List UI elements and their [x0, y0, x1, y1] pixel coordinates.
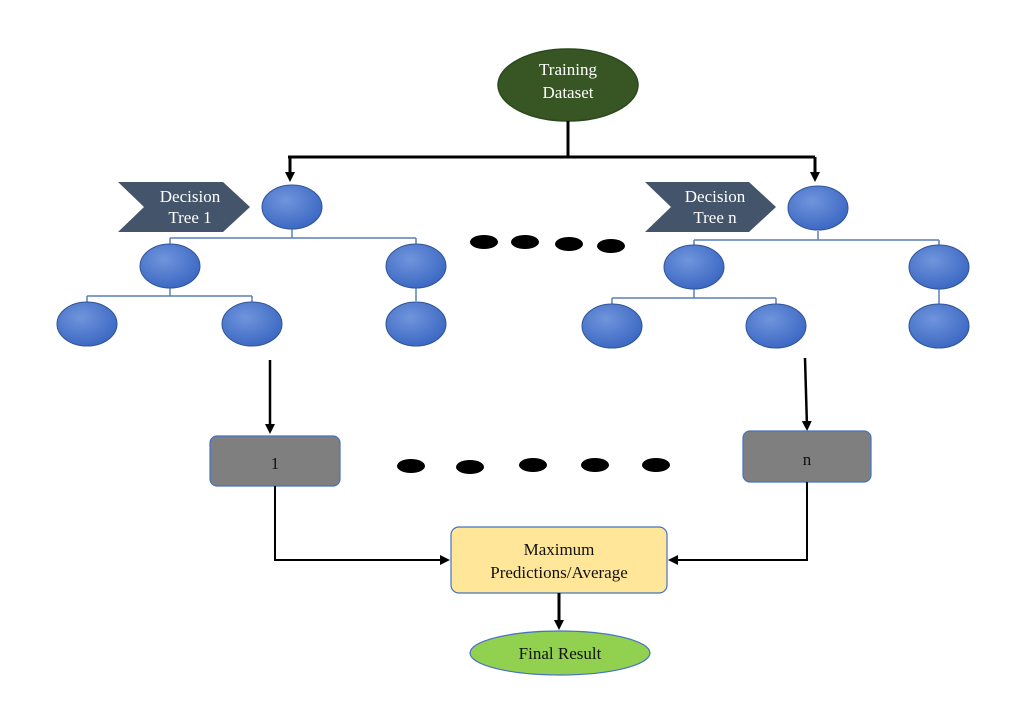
training-dataset-line2: Dataset — [543, 83, 594, 102]
tree-1-leaf-2-node — [221, 301, 283, 347]
prediction-box-n-label: n — [803, 450, 812, 469]
decision-tree-1-line2: Tree 1 — [168, 208, 211, 227]
tree-1-level2-left-node — [139, 243, 201, 289]
tree-1-root-node — [261, 184, 323, 230]
tree-1-leaf-3-node — [385, 301, 447, 347]
tree-n-leaf-1-node — [581, 303, 643, 349]
prediction-box-1-label: 1 — [271, 454, 280, 473]
aggregator-box: Maximum Predictions/Average — [450, 526, 668, 594]
final-result-node: Final Result — [469, 630, 651, 676]
tree-n-level2-right-node — [908, 244, 970, 290]
predictions-ellipsis-dots — [397, 458, 670, 474]
decision-tree-1-line1: Decision — [160, 187, 221, 206]
aggregator-line1: Maximum — [524, 540, 595, 559]
tree-n-nodes — [581, 185, 970, 349]
aggregation-connectors — [274, 482, 808, 565]
aggregator-line2: Predictions/Average — [490, 563, 628, 582]
tree-n-leaf-3-node — [908, 303, 970, 349]
training-dataset-line1: Training — [539, 60, 597, 79]
tree-n-leaf-2-node — [745, 303, 807, 349]
tree-n-root-node — [787, 185, 849, 231]
tree-1-leaf-1-node — [56, 301, 118, 347]
tree-output-arrows — [265, 357, 812, 434]
tree-1-branches — [86, 229, 417, 305]
decision-tree-n-line1: Decision — [685, 187, 746, 206]
prediction-box-1: 1 — [209, 435, 341, 487]
decision-tree-1-tag: Decision Tree 1 — [118, 182, 250, 232]
root-split-connector — [285, 121, 820, 182]
tree-n-branches — [611, 231, 940, 305]
decision-tree-n-line2: Tree n — [693, 208, 737, 227]
training-dataset-node: Training Dataset — [497, 48, 639, 122]
tree-1-level2-right-node — [385, 243, 447, 289]
trees-ellipsis-dots — [470, 235, 625, 253]
prediction-box-n: n — [742, 430, 872, 483]
decision-tree-n-tag: Decision Tree n — [645, 182, 776, 232]
final-result-label: Final Result — [519, 644, 602, 663]
tree-n-level2-left-node — [663, 244, 725, 290]
tree-1-nodes — [56, 184, 447, 347]
